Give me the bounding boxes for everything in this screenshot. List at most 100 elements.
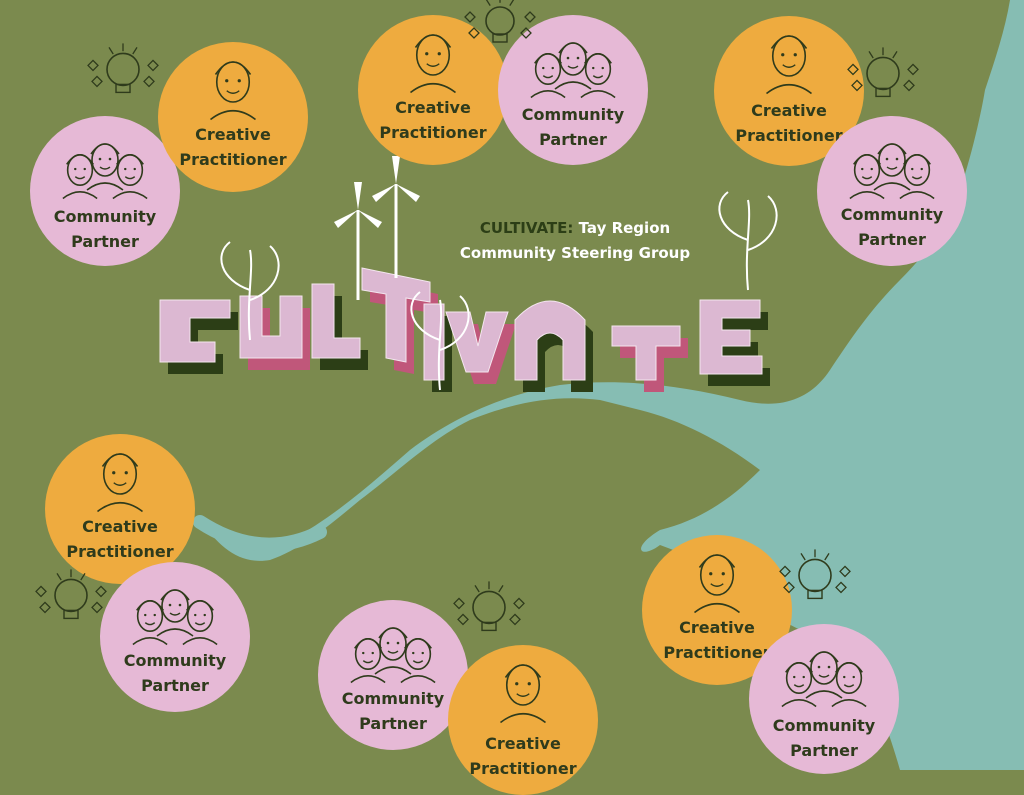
creative-label-line2: Practitioner <box>735 126 843 145</box>
face-sketch <box>112 153 148 200</box>
bulb-sketch <box>847 47 919 98</box>
face-sketch <box>899 153 935 200</box>
creative-label-line2: Practitioner <box>379 123 487 142</box>
face-sketch <box>500 664 546 724</box>
face-sketch <box>156 589 194 637</box>
plant-icon <box>220 241 280 341</box>
wordmark-letter <box>611 325 688 392</box>
title-group: Community Steering Group <box>459 244 691 262</box>
map-diagram: CULTIVATE: Tay Region Community Steering… <box>30 0 1024 795</box>
creative-label-line1: Creative <box>751 101 827 120</box>
face-sketch <box>182 599 218 646</box>
title-brand: CULTIVATE: <box>479 219 574 237</box>
creative-label-line2: Practitioner <box>663 643 771 662</box>
face-sketch <box>210 61 256 121</box>
face-sketch <box>831 661 867 708</box>
community-label-line2: Partner <box>359 714 427 733</box>
wordmark-letter <box>699 299 770 386</box>
person-icon <box>766 35 812 95</box>
bulb-sketch <box>464 0 536 43</box>
person-icon <box>694 554 740 614</box>
face-sketch <box>132 599 168 646</box>
plant-icon <box>410 291 470 391</box>
face-sketch <box>410 34 456 94</box>
creative-label-line1: Creative <box>395 98 471 117</box>
community-label-line2: Partner <box>539 130 607 149</box>
face-sketch <box>374 627 412 675</box>
face-sketch <box>694 554 740 614</box>
lightbulb-icon <box>87 43 159 94</box>
person-icon <box>210 61 256 121</box>
face-sketch <box>873 143 911 191</box>
bulb-sketch <box>35 569 107 620</box>
group-icon <box>350 627 436 684</box>
community-label-line1: Community <box>840 205 944 224</box>
face-sketch <box>400 637 436 684</box>
lightbulb-icon <box>464 0 536 43</box>
face-sketch <box>350 637 386 684</box>
face-sketch <box>805 651 843 699</box>
creative-label-line2: Practitioner <box>66 542 174 561</box>
wordmark-letter <box>514 300 593 392</box>
group-icon <box>530 42 616 99</box>
river <box>193 515 327 552</box>
person-icon <box>410 34 456 94</box>
face-sketch <box>781 661 817 708</box>
creative-label-line1: Creative <box>679 618 755 637</box>
group-icon <box>781 651 867 708</box>
title-region: Tay Region <box>573 219 671 237</box>
wind-turbine-icon <box>372 156 420 278</box>
lightbulb-icon <box>779 549 851 600</box>
community-label-line1: Community <box>123 651 227 670</box>
wordmark-letter <box>239 295 310 370</box>
person-icon <box>500 664 546 724</box>
community-label-line2: Partner <box>858 230 926 249</box>
face-sketch <box>554 42 592 90</box>
community-label-line1: Community <box>772 716 876 735</box>
wordmark-letter <box>361 267 438 374</box>
community-label-line2: Partner <box>790 741 858 760</box>
face-sketch <box>97 453 143 513</box>
face-sketch <box>62 153 98 200</box>
community-label-line1: Community <box>341 689 445 708</box>
wordmark-letter <box>159 299 238 374</box>
group-icon <box>849 143 935 200</box>
steering-group-title: CULTIVATE: Tay Region Community Steering… <box>440 216 710 266</box>
community-label-line2: Partner <box>71 232 139 251</box>
group-icon <box>62 143 148 200</box>
face-sketch <box>766 35 812 95</box>
face-sketch <box>849 153 885 200</box>
face-sketch <box>530 52 566 99</box>
community-label-line2: Partner <box>141 676 209 695</box>
lightbulb-icon <box>35 569 107 620</box>
sea <box>200 0 1024 770</box>
bulb-sketch <box>87 43 159 94</box>
face-sketch <box>580 52 616 99</box>
cultivate-wordmark <box>159 156 778 392</box>
plant-icon <box>718 191 778 291</box>
community-label-line1: Community <box>521 105 625 124</box>
group-icon <box>132 589 218 646</box>
wordmark-letter <box>445 311 516 384</box>
community-label-line1: Community <box>53 207 157 226</box>
creative-label-line2: Practitioner <box>469 759 577 778</box>
bulb-sketch <box>453 581 525 632</box>
creative-label-line1: Creative <box>82 517 158 536</box>
creative-label-line1: Creative <box>195 125 271 144</box>
wordmark-letter <box>311 283 368 370</box>
creative-label-line2: Practitioner <box>179 150 287 169</box>
face-sketch <box>86 143 124 191</box>
lightbulb-icon <box>453 581 525 632</box>
person-icon <box>97 453 143 513</box>
wind-turbine-icon <box>334 182 382 300</box>
